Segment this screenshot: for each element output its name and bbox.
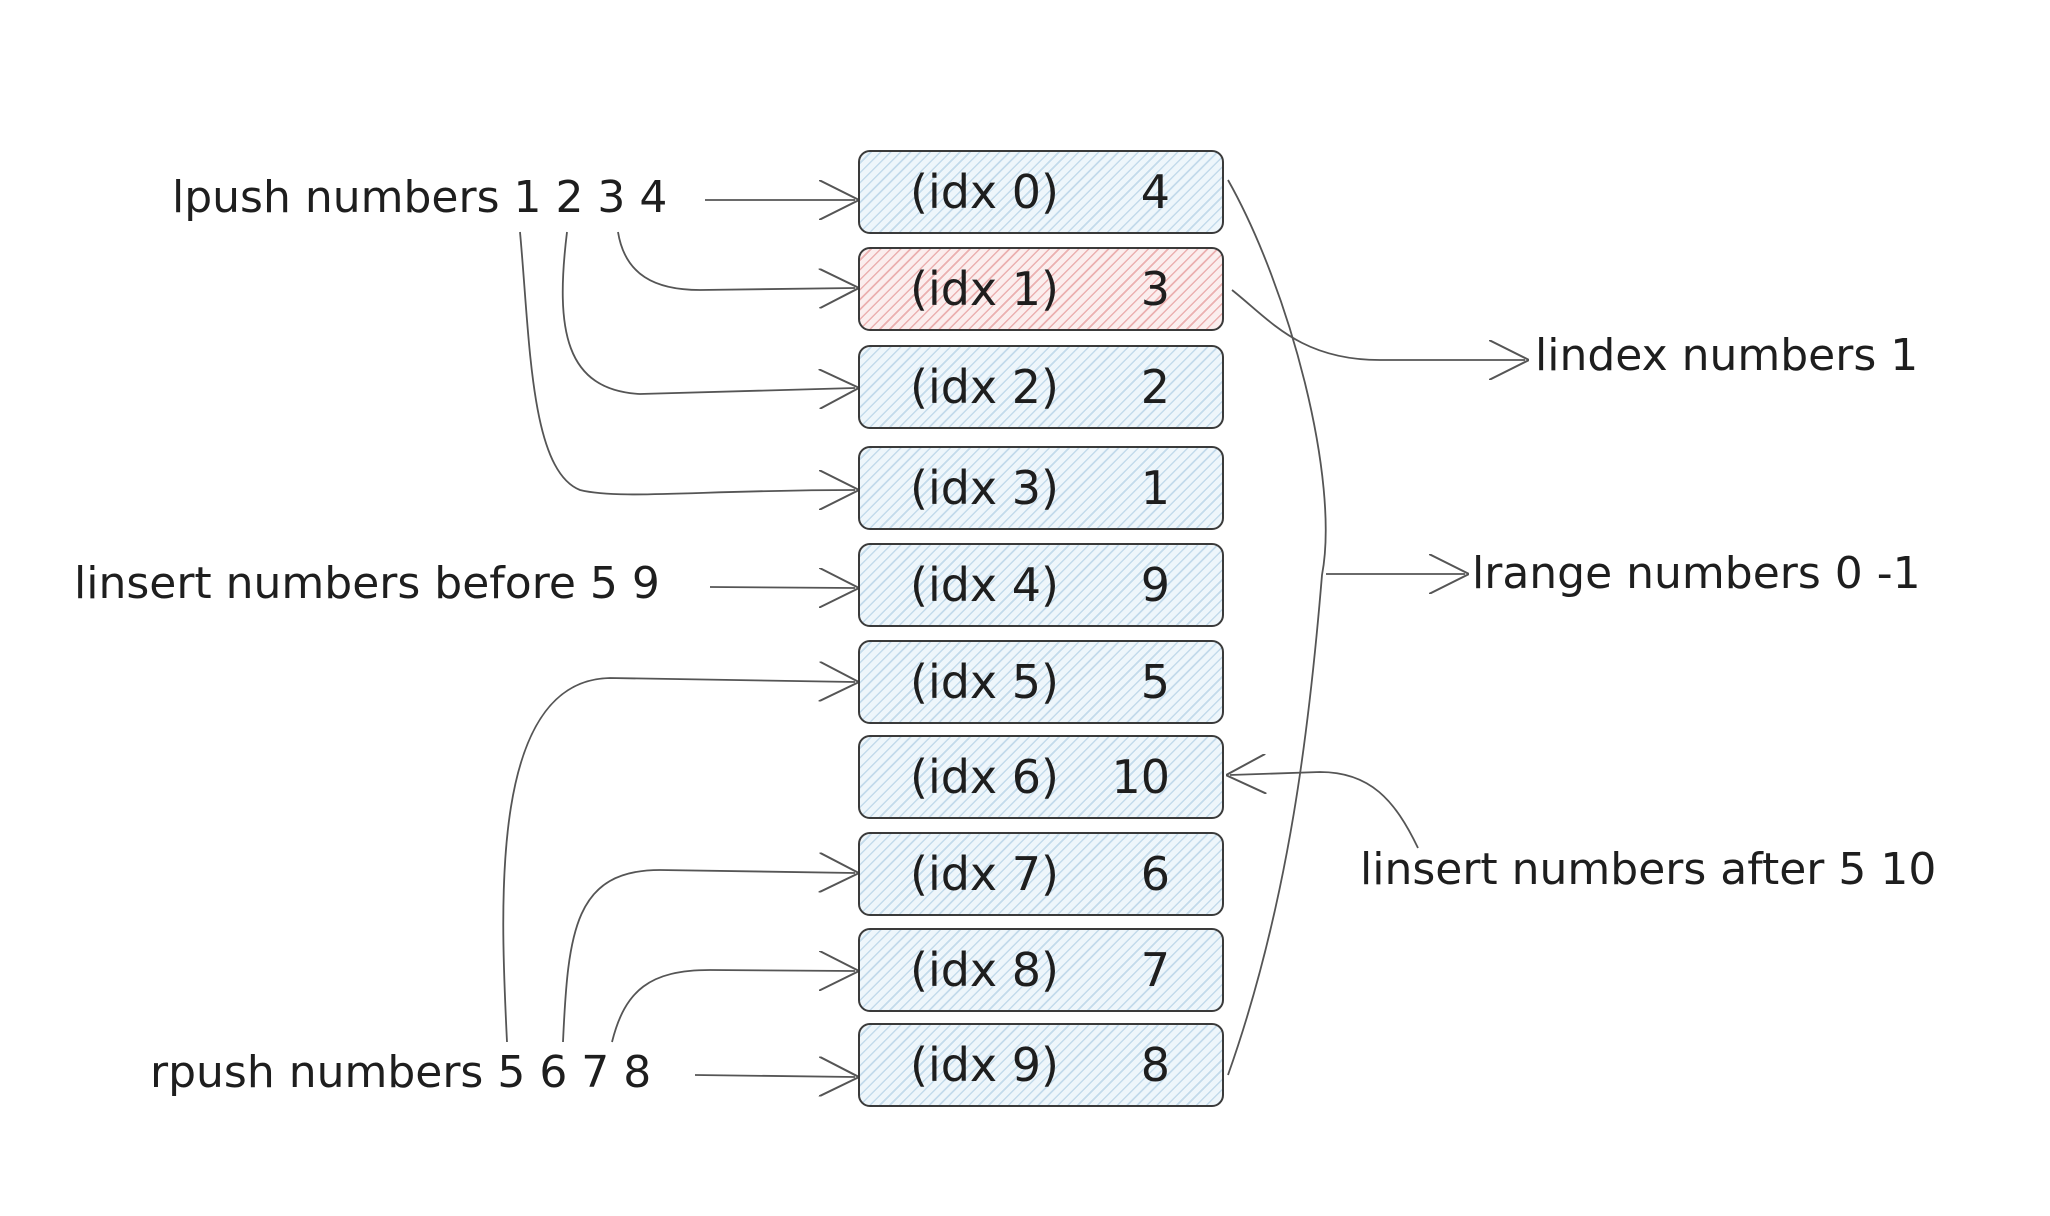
arrow-lpush-3	[617, 231, 855, 290]
arrow-rpush-8	[694, 1075, 855, 1077]
cell-value: 4	[1140, 165, 1170, 219]
cell-value: 1	[1140, 461, 1170, 515]
cell-value: 6	[1140, 847, 1170, 901]
cell-value: 2	[1140, 360, 1170, 414]
arrow-linsert-after	[1230, 772, 1419, 849]
list-cell-0: (idx 0) 4	[858, 150, 1224, 234]
list-cell-5: (idx 5) 5	[858, 640, 1224, 724]
list-cell-7: (idx 7) 6	[858, 832, 1224, 916]
cell-index: (idx 9)	[910, 1038, 1059, 1092]
command-linsert-after: linsert numbers after 5 10	[1360, 844, 1937, 895]
cell-value: 9	[1140, 558, 1170, 612]
cell-index: (idx 8)	[910, 943, 1059, 997]
cell-index: (idx 5)	[910, 655, 1059, 709]
command-lpush: lpush numbers 1 2 3 4	[172, 172, 668, 223]
arrow-lpush-2	[561, 231, 855, 394]
cell-index: (idx 3)	[910, 461, 1059, 515]
cell-index: (idx 2)	[910, 360, 1059, 414]
arrow-rpush-5	[502, 678, 855, 1043]
command-lindex: lindex numbers 1	[1535, 330, 1919, 381]
cell-value: 10	[1111, 750, 1170, 804]
cell-value: 8	[1140, 1038, 1170, 1092]
cell-index: (idx 0)	[910, 165, 1059, 219]
list-cell-3: (idx 3) 1	[858, 446, 1224, 530]
arrow-lpush-1	[519, 231, 855, 494]
command-linsert-before: linsert numbers before 5 9	[74, 558, 660, 609]
arrow-rpush-7	[611, 970, 855, 1043]
cell-value: 7	[1140, 943, 1170, 997]
cell-value: 3	[1140, 262, 1170, 316]
cell-value: 5	[1140, 655, 1170, 709]
arrow-linsert-before	[709, 587, 855, 588]
lrange-brace	[1227, 179, 1327, 1076]
command-lrange: lrange numbers 0 -1	[1472, 548, 1921, 599]
command-rpush: rpush numbers 5 6 7 8	[150, 1047, 652, 1098]
list-cell-2: (idx 2) 2	[858, 345, 1224, 429]
list-cell-6: (idx 6) 10	[858, 735, 1224, 819]
list-cell-4: (idx 4) 9	[858, 543, 1224, 627]
cell-index: (idx 7)	[910, 847, 1059, 901]
cell-index: (idx 4)	[910, 558, 1059, 612]
list-cell-9: (idx 9) 8	[858, 1023, 1224, 1107]
arrow-lindex	[1231, 289, 1525, 360]
arrow-rpush-6	[562, 870, 855, 1043]
list-cell-8: (idx 8) 7	[858, 928, 1224, 1012]
list-cell-1-highlighted: (idx 1) 3	[858, 247, 1224, 331]
cell-index: (idx 1)	[910, 262, 1059, 316]
cell-index: (idx 6)	[910, 750, 1059, 804]
